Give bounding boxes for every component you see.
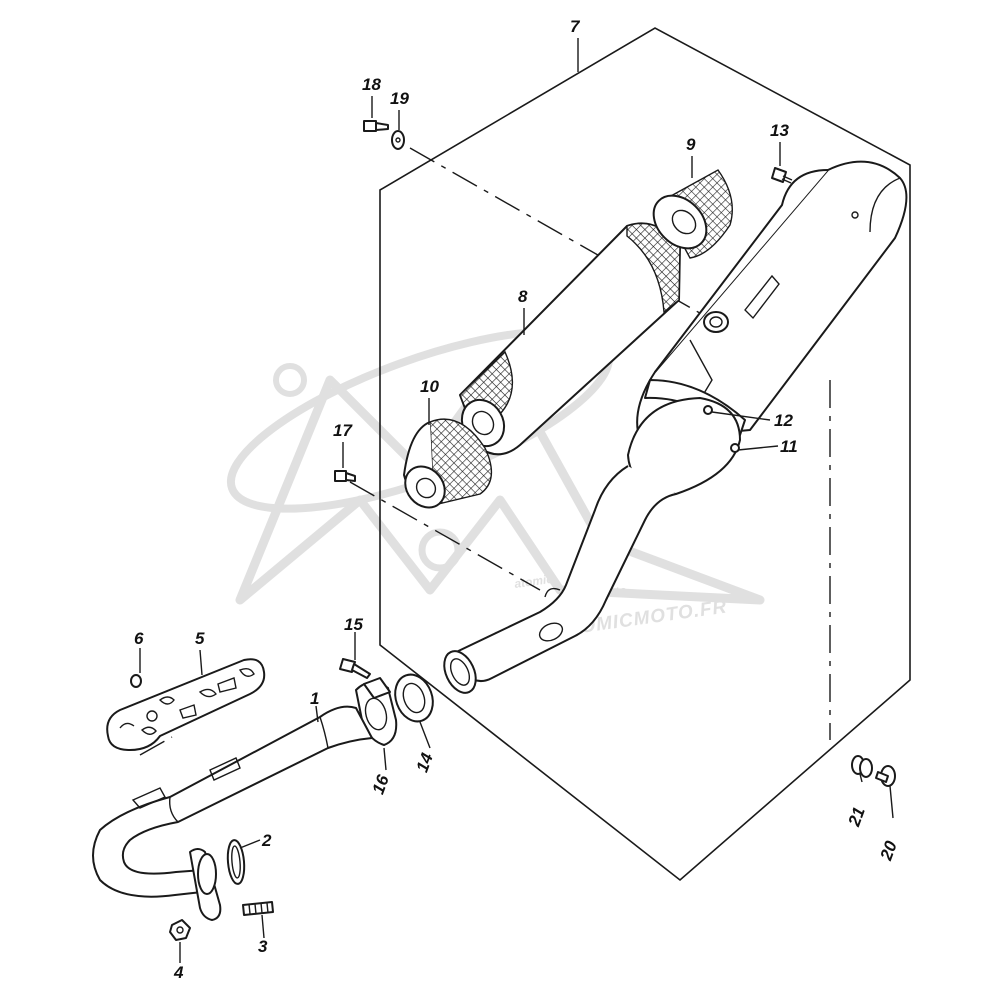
callout-20: 20 <box>876 838 901 864</box>
callout-13: 13 <box>770 121 789 140</box>
callout-8: 8 <box>518 287 528 306</box>
end-cap-top <box>652 169 733 259</box>
nut-6 <box>130 674 142 688</box>
bolt-13 <box>771 167 793 184</box>
bolt-15 <box>339 658 371 679</box>
callout-3: 3 <box>258 937 268 956</box>
end-cap-front <box>403 418 493 509</box>
gasket-ring-14 <box>394 673 434 723</box>
silencer-body <box>443 160 908 694</box>
callout-16: 16 <box>368 772 393 797</box>
callout-7: 7 <box>570 17 581 36</box>
callout-19: 19 <box>390 89 409 108</box>
muffler-assembly-frame <box>379 27 911 882</box>
bolt-17 <box>334 470 356 482</box>
header-pipe <box>92 705 373 921</box>
callout-11: 11 <box>780 437 798 456</box>
callout-21: 21 <box>844 804 869 829</box>
gasket-2 <box>226 839 246 885</box>
stud-bolt-3 <box>242 901 274 916</box>
callout-leaders <box>139 38 894 963</box>
watermark-brand: atomic <box>513 572 554 591</box>
callout-2: 2 <box>261 831 272 850</box>
callout-15: 15 <box>344 615 363 634</box>
bolt-18 <box>363 120 389 132</box>
callout-9: 9 <box>686 135 696 154</box>
heat-shield-5 <box>106 658 266 751</box>
washer-21 <box>851 755 873 778</box>
callout-1: 1 <box>310 689 319 708</box>
callout-10: 10 <box>420 377 439 396</box>
leader-lines <box>139 147 831 756</box>
callout-6: 6 <box>134 629 144 648</box>
callout-18: 18 <box>362 75 381 94</box>
callout-14: 14 <box>412 750 437 775</box>
callout-12: 12 <box>774 411 793 430</box>
callout-5: 5 <box>195 629 205 648</box>
callout-17: 17 <box>333 421 353 440</box>
callout-4: 4 <box>173 963 184 982</box>
nut-4 <box>169 919 191 941</box>
bolt-20 <box>875 765 896 787</box>
washer-19 <box>391 130 405 150</box>
callouts: 7 18 19 13 9 8 10 17 12 11 15 6 5 1 14 1… <box>134 17 901 982</box>
